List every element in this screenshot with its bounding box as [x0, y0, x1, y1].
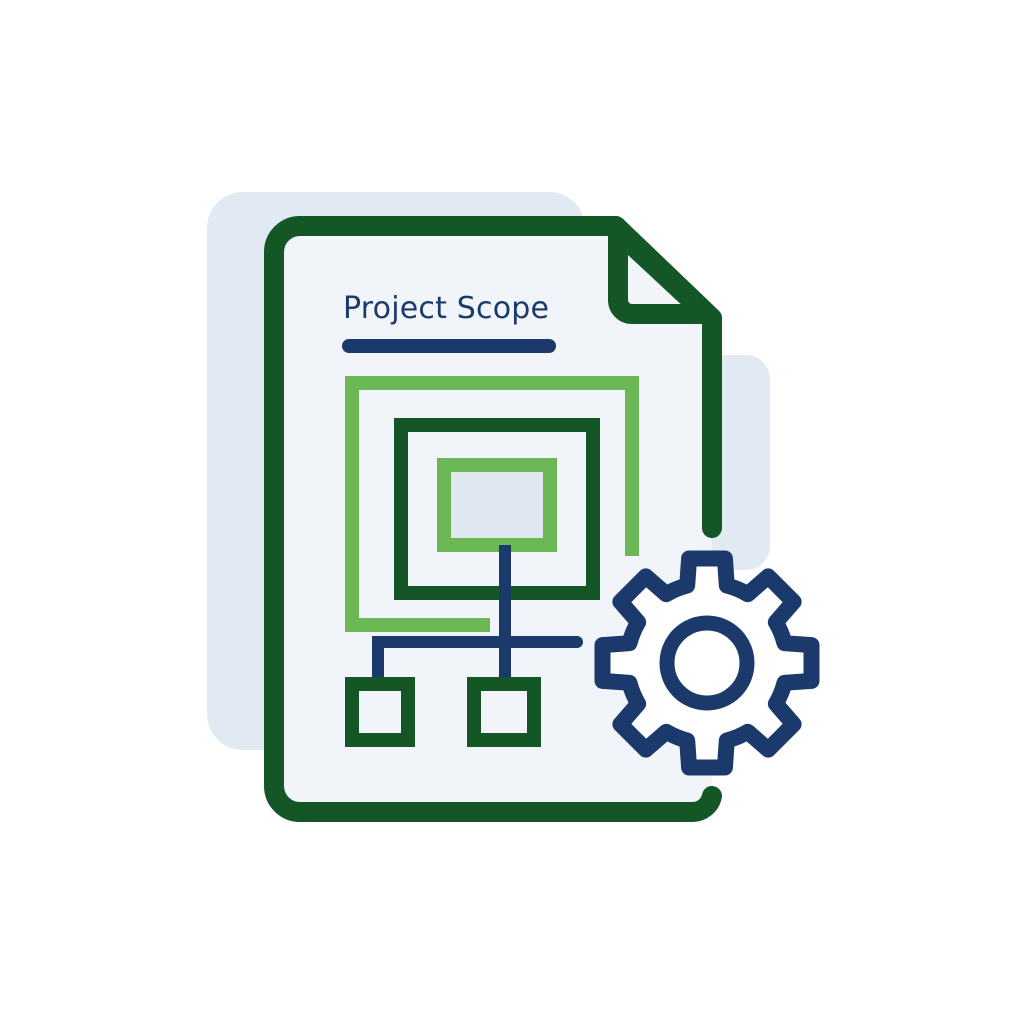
page-fold-corner	[608, 222, 716, 324]
child-node-left	[345, 677, 415, 747]
outer-scope-bracket	[345, 376, 639, 632]
document-outline	[264, 216, 722, 822]
middle-scope-box	[394, 418, 600, 600]
child-node-right	[467, 677, 541, 747]
hierarchy-diagram-icon	[345, 545, 583, 747]
scope-squares	[345, 376, 639, 632]
document-title: Project Scope	[343, 291, 549, 326]
inner-scope-box	[437, 458, 557, 552]
gear-hub	[659, 615, 755, 711]
gear-icon	[594, 550, 820, 776]
